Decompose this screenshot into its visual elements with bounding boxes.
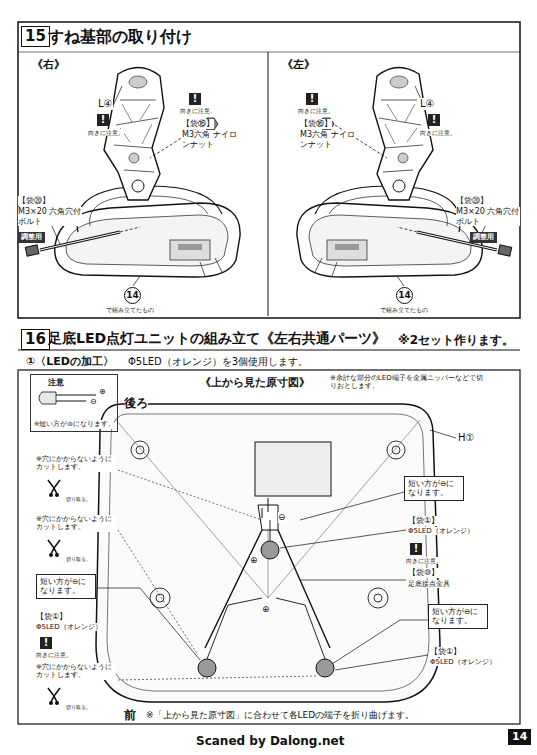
node-text: 14 bbox=[512, 730, 527, 744]
warning-icon: ! bbox=[97, 114, 109, 126]
node-text: ! bbox=[428, 114, 440, 126]
label-text: ※穴にかからないようにカットします。 bbox=[36, 663, 116, 680]
adjust-tag: 調整用 bbox=[470, 232, 497, 243]
label-text: ※穴にかからないようにカットします。 bbox=[36, 515, 116, 532]
label-text: L④ bbox=[98, 98, 113, 110]
node-text: ! bbox=[410, 543, 422, 555]
label-text: 向きに注意。 bbox=[88, 129, 124, 136]
label-text: 切り取る。 bbox=[66, 496, 91, 502]
node-text: ※短い方が⊖になります。 bbox=[34, 420, 114, 429]
label-text: ⊕ bbox=[262, 604, 270, 615]
label-text: 後ろ bbox=[124, 396, 148, 410]
label-text: 【袋⑩】 bbox=[408, 568, 439, 578]
label-text: M3×20 六角穴付ボルト bbox=[18, 207, 82, 226]
label-text: 《左》 bbox=[282, 58, 315, 71]
warning-icon: ! bbox=[428, 114, 440, 126]
label-text: 向きに注意。 bbox=[298, 107, 334, 114]
node-text: 調整用 bbox=[473, 233, 494, 242]
polarity-note: 短い方が⊖になります。 bbox=[428, 604, 488, 629]
label-text: ※「上から見た原寸図」に合わせて各LEDの端子を折り曲げます。 bbox=[146, 710, 414, 721]
label-text: 【袋⑯】 bbox=[182, 119, 214, 129]
label-text: ※2セット作ります。 bbox=[398, 333, 514, 347]
step-number: 16 bbox=[21, 329, 50, 350]
warning-icon: ! bbox=[40, 637, 52, 649]
label-text: Φ5LED（オレンジ）を3個使用します。 bbox=[128, 356, 308, 368]
label-text: 【袋⑳】 bbox=[456, 196, 488, 206]
label-text: Scaned by Dalong.net bbox=[196, 734, 344, 748]
label-text: 足底LED点灯ユニットの組み立て《左右共通パーツ》 bbox=[48, 330, 386, 347]
label-text: ※余計な部分のLED端子を金属ニッパーなどで切りおとします。 bbox=[330, 374, 486, 391]
label-text: Φ5LED（オレンジ） bbox=[408, 527, 474, 535]
label-text: Φ5LED（オレンジ） bbox=[430, 658, 496, 666]
polarity-note: 短い方が⊖になります。 bbox=[404, 476, 464, 501]
node-text: ! bbox=[97, 114, 109, 126]
label-text: 切り取る。 bbox=[66, 704, 91, 710]
label-text: ①〈LEDの加工〉 bbox=[26, 355, 114, 368]
warning-icon: ! bbox=[306, 93, 318, 105]
node-text: 注意 bbox=[34, 377, 64, 388]
node-text: 短い方が⊖になります。 bbox=[40, 577, 92, 596]
label-text: 【袋①】 bbox=[408, 516, 439, 526]
node-text: 調整用 bbox=[21, 233, 42, 242]
step-ref: 14 bbox=[396, 287, 413, 304]
label-text: M3×20 六角穴付ボルト bbox=[456, 207, 520, 226]
warning-icon: ! bbox=[189, 93, 201, 105]
node-text: ! bbox=[306, 93, 318, 105]
label-text: 【袋①】 bbox=[430, 647, 461, 657]
label-text: 前 bbox=[124, 708, 136, 722]
label-text: で組み立てたもの bbox=[380, 306, 428, 313]
node-text: 14 bbox=[125, 288, 140, 303]
node-text: ! bbox=[40, 637, 52, 649]
label-text: 《右》 bbox=[32, 58, 65, 71]
node-text: 16 bbox=[25, 330, 46, 349]
label-text: Φ5LED（オレンジ） bbox=[36, 623, 102, 631]
label-text: で組み立てたもの bbox=[106, 306, 154, 313]
step-number: 15 bbox=[21, 26, 50, 47]
label-text: ⊖ bbox=[278, 512, 286, 523]
label-text: ⊕ bbox=[250, 555, 258, 566]
label-text: 【袋①】 bbox=[36, 612, 67, 622]
node-text: ! bbox=[189, 93, 201, 105]
label-text: 【袋⑯】 bbox=[300, 119, 332, 129]
page-number: 14 bbox=[508, 729, 531, 745]
step-ref: 14 bbox=[124, 287, 141, 304]
label-text: ⊖ bbox=[90, 397, 97, 407]
label-text: ⊕ bbox=[99, 387, 106, 397]
node-text: 15 bbox=[25, 27, 46, 46]
warning-icon: ! bbox=[410, 543, 422, 555]
label-text: 向きに注意。 bbox=[36, 651, 72, 658]
label-text: 向きに注意。 bbox=[420, 129, 456, 136]
label-text: H① bbox=[458, 432, 474, 444]
label-text: 足底接点金具 bbox=[408, 580, 450, 588]
label-text: すね基部の取り付け bbox=[48, 27, 192, 46]
label-text: 《上から見た原寸図》 bbox=[200, 376, 310, 389]
label-text: M3六角 ナイロンナット bbox=[300, 130, 356, 149]
label-text: L④ bbox=[420, 98, 435, 110]
label-text: ※穴にかからないようにカットします。 bbox=[36, 455, 116, 472]
label-text: 向きに注意。 bbox=[406, 557, 442, 564]
label-text: 切り取る。 bbox=[66, 556, 91, 562]
polarity-note: 短い方が⊖になります。 bbox=[36, 574, 96, 599]
label-text: 向きに注意。 bbox=[180, 107, 216, 114]
node-text: 14 bbox=[397, 288, 412, 303]
adjust-tag: 調整用 bbox=[18, 232, 45, 243]
caution-box: 注意 ※短い方が⊖になります。 bbox=[30, 374, 118, 432]
label-text: 【袋⑳】 bbox=[18, 196, 50, 206]
node-text: 短い方が⊖になります。 bbox=[432, 607, 484, 626]
label-text: M3六角 ナイロンナット bbox=[182, 130, 238, 149]
node-text: 短い方が⊖になります。 bbox=[408, 479, 460, 498]
